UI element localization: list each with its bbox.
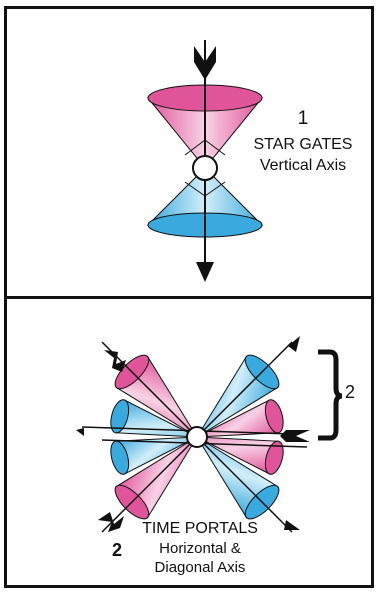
horizontal-axis-line [81, 426, 293, 435]
cone-left-lower [110, 436, 198, 475]
incoming-arrow-icon [280, 430, 310, 442]
outgoing-arrow-icon [76, 428, 84, 436]
cone-left-upper [110, 399, 198, 438]
brace-icon [318, 349, 343, 441]
center-sphere [186, 426, 208, 448]
panel-divider [4, 296, 374, 299]
time-portals-title: TIME PORTALS [142, 520, 258, 537]
outgoing-arrow-icon [196, 262, 214, 282]
star-gate-graphic [146, 40, 264, 282]
cone-right-lower [196, 436, 284, 475]
star-gates-title: STAR GATES [253, 136, 353, 153]
incoming-arrow-icon [98, 512, 124, 532]
center-sphere [192, 155, 218, 181]
star-gates-number: 1 [297, 108, 309, 129]
brace-number: 2 [345, 382, 356, 402]
time-portals-number: 2 [112, 540, 123, 560]
incoming-arrow-icon [194, 46, 216, 80]
incoming-arrow-icon [104, 350, 126, 372]
time-portals-axis-line1: Horizontal & [159, 540, 241, 557]
outgoing-arrow-icon [288, 336, 300, 352]
outgoing-arrow-icon [284, 520, 300, 530]
time-portals-axis-line2: Diagonal Axis [154, 559, 246, 576]
cone-right-upper [196, 399, 284, 438]
star-gates-axis: Vertical Axis [259, 157, 347, 174]
